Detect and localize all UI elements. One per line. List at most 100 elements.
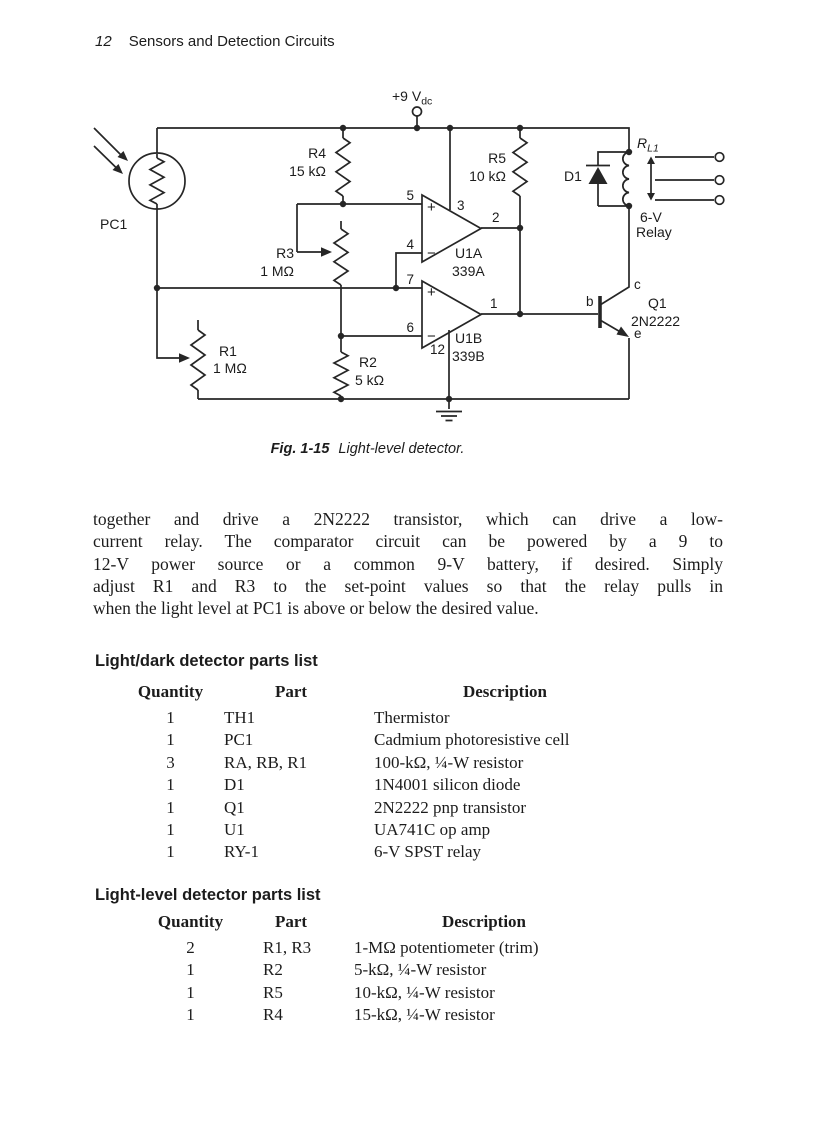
u1b-type: 339B (452, 348, 485, 364)
q1-base-label: b (586, 294, 594, 309)
diode-d1-body (588, 167, 608, 184)
r4-value: 15 kΩ (289, 163, 326, 179)
parts-part: D1 (224, 775, 245, 795)
r5-value: 10 kΩ (469, 168, 506, 184)
relay-label: Relay (636, 224, 672, 240)
parts-part: RA, RB, R1 (224, 752, 308, 772)
r3-value: 1 MΩ (260, 263, 294, 279)
r2-label: R2 (359, 354, 377, 370)
parts-part: U1 (224, 820, 245, 840)
circuit-junctions-arrowheads (112, 124, 655, 403)
relay-coil (622, 151, 630, 207)
r5-label: R5 (488, 150, 506, 166)
d1-label: D1 (564, 168, 582, 184)
parts-quantity: 3 (166, 752, 175, 772)
q1-collector-label: c (634, 277, 641, 292)
parts-description: Cadmium photoresistive cell (374, 730, 570, 750)
parts-description: UA741C op amp (374, 820, 491, 840)
r3-label: R3 (276, 245, 294, 261)
u1a-minus-input: − (427, 245, 436, 262)
parts-part: PC1 (224, 730, 254, 750)
resistor-r3 (332, 228, 350, 286)
relay-ref-label: RL1 (637, 135, 659, 155)
pin6-label: 6 (406, 320, 414, 335)
r2-value: 5 kΩ (355, 372, 384, 388)
pin3-label: 3 (457, 198, 465, 213)
relay-voltage-label: 6-V (640, 209, 662, 225)
page-number: 12 (95, 33, 112, 50)
parts-part: R4 (263, 1005, 283, 1025)
resistor-r4 (334, 137, 352, 197)
figure-caption-text: Light-level detector. (338, 441, 465, 457)
resistor-r5 (511, 137, 529, 197)
parts-quantity: 1 (166, 708, 175, 727)
light-arrows (93, 127, 122, 169)
figure-caption: Fig. 1-15 Light-level detector. (95, 441, 640, 457)
parts-part: R2 (263, 960, 283, 980)
circuit-labels: +9 Vdc PC1 R4 15 kΩ R5 10 kΩ R3 1 MΩ R1 … (100, 88, 680, 388)
paragraph-line: together and drive a 2N2222 transistor, … (93, 509, 723, 529)
resistor-r1 (189, 329, 207, 391)
pin4-label: 4 (406, 237, 414, 252)
supply-terminal (411, 106, 423, 117)
ground-symbol (436, 399, 462, 422)
u1a-plus-input: + (427, 199, 436, 216)
parts-column-header: Part (274, 912, 308, 931)
running-header: 12 Sensors and Detection Circuits (95, 33, 335, 50)
q1-type: 2N2222 (631, 313, 680, 329)
opamp-u1b (421, 279, 483, 350)
u1a-label: U1A (455, 245, 483, 261)
parts-part: RY-1 (224, 842, 259, 862)
parts-column-header: Part (274, 682, 308, 701)
supply-label: +9 Vdc (392, 88, 432, 108)
resistor-r2 (332, 351, 350, 397)
parts-description: 6-V SPST relay (374, 842, 482, 862)
parts-part: TH1 (224, 708, 256, 727)
r1-label: R1 (219, 343, 237, 359)
parts-part: R1, R3 (263, 938, 312, 957)
parts-part: Q1 (224, 797, 245, 817)
running-header-title: Sensors and Detection Circuits (128, 33, 335, 50)
parts-column-header: Description (462, 682, 548, 701)
parts-list-title-light-dark: Light/dark detector parts list (95, 652, 318, 670)
parts-list-title-light-level: Light-level detector parts list (95, 886, 321, 904)
pin5-label: 5 (406, 188, 414, 203)
parts-description: 10-kΩ, ¼-W resistor (354, 982, 495, 1002)
parts-description: 15-kΩ, ¼-W resistor (354, 1005, 495, 1025)
parts-quantity: 1 (166, 797, 175, 817)
figure-caption-label: Fig. 1-15 (270, 441, 330, 457)
u1b-minus-input: − (427, 328, 436, 345)
u1b-label: U1B (455, 330, 482, 346)
diode-d1 (586, 151, 629, 207)
parts-part: R5 (263, 982, 283, 1002)
parts-description: 1-MΩ potentiometer (trim) (354, 938, 539, 957)
pin12-label: 12 (430, 342, 445, 357)
circuit-diagram: +9 Vdc PC1 R4 15 kΩ R5 10 kΩ R3 1 MΩ R1 … (93, 88, 725, 422)
parts-description: Thermistor (374, 708, 450, 727)
parts-description: 5-kΩ, ¼-W resistor (354, 960, 487, 980)
body-paragraph: together and drive a 2N2222 transistor, … (93, 508, 723, 619)
r4-label: R4 (308, 145, 326, 161)
q1-emitter-label: e (634, 326, 642, 341)
parts-quantity: 1 (166, 842, 175, 862)
paragraph-line: 12-V power source or a common 9-V batter… (93, 553, 723, 574)
pin2-label: 2 (492, 210, 500, 225)
parts-column-header: Description (441, 912, 527, 931)
opamp-u1a (421, 193, 483, 264)
parts-quantity: 1 (166, 820, 175, 840)
u1a-type: 339A (452, 263, 485, 279)
parts-table-light-level: Quantity Part Description 2 R1, R3 1-MΩ … (153, 911, 614, 1027)
pin1-label: 1 (490, 296, 498, 311)
relay-contacts (655, 156, 714, 201)
paragraph-line: adjust R1 and R3 to the set-point values… (93, 575, 723, 596)
parts-quantity: 1 (166, 775, 175, 795)
pc1-label: PC1 (100, 216, 127, 232)
parts-quantity: 1 (186, 1005, 195, 1025)
parts-quantity: 2 (186, 938, 195, 957)
parts-column-header: Quantity (137, 682, 204, 701)
q1-label: Q1 (648, 295, 667, 311)
parts-description: 2N2222 pnp transistor (374, 797, 527, 817)
parts-table-light-dark: Quantity Part Description 1 TH1 Thermist… (133, 681, 636, 864)
pin7-label: 7 (406, 272, 414, 287)
